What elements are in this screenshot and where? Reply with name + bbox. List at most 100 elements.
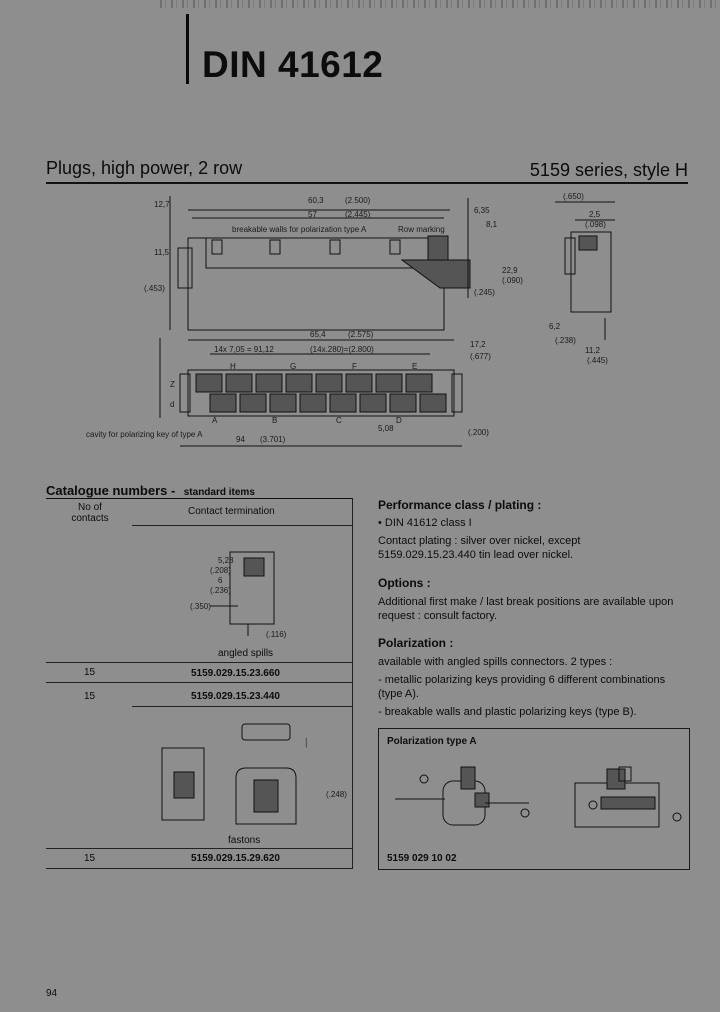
fig-angled-spills: 5,28 (.208) 6 (.236) (.350) (.116) [190,540,300,650]
header-underline [132,525,353,526]
dim-57: 57 [308,210,317,219]
fig1-dim-5-28: 5,28 [218,556,234,565]
dim-17-2: 17,2 [470,340,486,349]
pol-key-left [460,766,476,790]
fig1-dim-116: (.116) [266,630,287,639]
polarization-box: Polarization type A 5159 029 10 02 [378,728,690,870]
row-divider-3 [46,848,353,849]
catalogue-rule [46,498,353,499]
side-label-d: d [170,400,175,409]
side-dim-11-2: 11,2 [585,346,600,355]
pol-insert-left [474,792,490,808]
dim-2575: (2.575) [348,330,374,339]
front-right-tab [451,373,463,413]
dim-3701: (3.701) [260,435,286,444]
row-marking-block [427,235,449,261]
side-tab [564,237,576,275]
main-drawing: 60,3 (2.500) 57 (2.445) breakable walls … [86,188,560,458]
row3-part: 5159.029.15.29.620 [191,853,280,864]
fig3-dim-side: │ [304,738,309,747]
dim-5-08: 5,08 [378,424,394,433]
row1-part: 5159.029.15.23.660 [191,668,280,679]
options-text: Additional first make / last break posit… [378,596,674,622]
side-dim-6-2: 6,2 [549,322,561,331]
fig3-front-body [235,767,297,825]
pol-callout-1 [419,774,429,784]
header-right: 5159 series, style H [529,160,688,180]
page-number: 94 [46,988,58,999]
fig-fastons: │ (.248) [150,718,347,838]
options-heading: Options : [378,576,431,590]
side-dim-238: (.238) [555,336,576,345]
row-letter-c: C [336,416,342,425]
header-left: Plugs, high power, 2 row [46,158,243,178]
row-letter-b: B [272,416,278,425]
catalogue-heading: Catalogue numbers - standard items [46,483,255,498]
side-contact [578,235,598,251]
dim-200: (.200) [468,428,489,437]
fig3-front-contact [253,779,279,813]
perf-item-2: Contact plating : silver over nickel, ex… [378,535,581,547]
fig3-side-body [161,747,205,821]
dim-677: (.677) [470,352,491,361]
contact-cells [195,373,447,413]
title-bar-mark [186,14,189,84]
fig3-side-contact [173,771,195,799]
fig1-body [229,551,275,625]
front-view-outline [187,369,455,417]
side-dim-098: (.098) [585,220,606,229]
slot-2 [269,239,281,255]
dim-left-12-7: 12,7 [154,200,170,209]
dim-60-3: 60,3 [308,196,324,205]
main-drawing-svg [159,196,471,447]
dim-2500: (2.500) [345,196,371,205]
polarization-item-1: - metallic polarizing keys providing 6 d… [378,674,666,700]
polarization-text: available with angled spills connectors.… [378,656,613,668]
fig3-label: fastons [228,835,261,846]
row-divider-2 [46,682,353,683]
plug-body-outline [187,237,445,331]
dim-right-090: (.090) [502,276,523,285]
dim-65-4: 65,4 [310,330,326,339]
row1-contacts: 15 [84,667,96,678]
fig1-contact [243,557,265,577]
perf-item-1: • DIN 41612 class I [378,517,472,529]
left-flange [177,247,193,289]
slot-1 [211,239,223,255]
col-termination-header: Contact termination [188,506,275,517]
row3-contacts: 15 [84,853,96,864]
fig1-label: angled spills [218,648,274,659]
side-dim-445: (.445) [587,356,608,365]
fig3-top-view [241,723,291,741]
slot-4 [389,239,401,255]
table-bottom-rule [46,868,353,869]
fig3-svg [161,723,297,825]
row-letter-g: G [290,362,297,371]
dim-left-11-5: 11,5 [154,248,169,257]
row-letter-d: D [396,416,402,425]
fig1-dim-350: (.350) [190,602,211,611]
header-rule [46,182,688,184]
col-contacts-header: No of contacts [71,502,109,524]
dim-2445: (2.445) [345,210,371,219]
fig3-dim-248: (.248) [326,790,347,799]
pol-callout-2 [520,808,530,818]
row-letter-h: H [230,362,236,371]
fig1-dim-236: (.236) [210,586,231,595]
row-letter-e: E [412,362,418,371]
pol-cap-right [618,766,632,782]
polarization-box-title: Polarization type A [387,736,477,747]
perf-item-3: 5159.029.15.23.440 tin lead over nickel. [378,549,574,561]
pol-callout-4 [672,812,682,822]
polarization-part: 5159 029 10 02 [387,853,457,864]
dim-pitch: 14x 7,05 = 91,12 [214,345,274,354]
fig1-svg [210,551,275,636]
slot-3 [329,239,341,255]
dim-right-8-1: 8,1 [486,220,498,229]
dim-right-6-35: 6,35 [474,206,490,215]
fig1-dim-208: (.208) [210,566,231,575]
note-row-marking: Row marking [398,225,445,234]
pol-insert-right [600,796,656,810]
row-divider-1 [46,662,353,663]
dim-94: 94 [236,435,245,444]
